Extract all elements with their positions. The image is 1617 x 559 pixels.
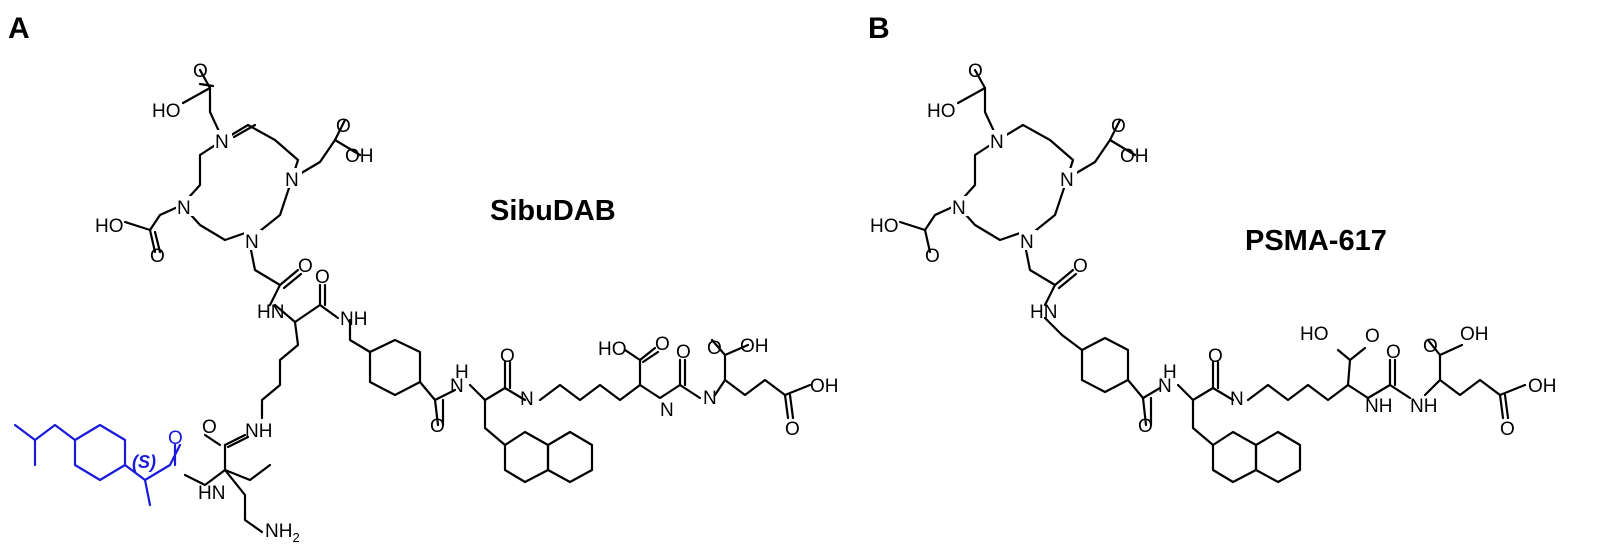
atom-ho: HO	[152, 101, 181, 122]
atom-nh: HN	[198, 483, 225, 504]
atom-o: O	[150, 246, 165, 267]
atom-oh: OH	[1528, 376, 1557, 397]
panel-label-b: B	[868, 12, 890, 45]
atom-n: N	[285, 170, 299, 191]
amide-linker-a	[183, 433, 272, 534]
atom-ho: HO	[598, 339, 627, 360]
atom-o: O	[298, 256, 313, 277]
atom-n: N	[520, 389, 534, 410]
atom-oh: OH	[1120, 146, 1149, 167]
atom-ho: HO	[870, 216, 899, 237]
atom-n: N	[703, 388, 717, 409]
atom-hn: HN	[1030, 302, 1057, 323]
dota-chelator-a	[123, 68, 362, 307]
atom-o: O	[430, 416, 445, 437]
atom-o: O	[193, 61, 208, 82]
atom-n: N	[660, 400, 674, 421]
atom-o: O	[168, 428, 183, 449]
atom-o: O	[1365, 326, 1380, 347]
atom-ho: HO	[1300, 324, 1329, 345]
atom-o: O	[1423, 336, 1438, 357]
atom-n: N	[245, 232, 259, 253]
atom-n: N	[990, 132, 1004, 153]
atom-nh2-main: NH	[265, 521, 292, 542]
atom-oh: OH	[345, 146, 374, 167]
panel-label-a: A	[8, 12, 30, 45]
compound-name-sibudab: SibuDAB	[490, 195, 616, 227]
atom-nh2-subscript: 2	[292, 530, 299, 545]
panel-b: B PSMA-617 N N N N O HO O	[868, 12, 1557, 484]
atom-o: O	[315, 267, 330, 288]
atom-h: H	[1163, 362, 1177, 383]
atom-n: N	[952, 198, 966, 219]
atom-oh: OH	[1460, 324, 1489, 345]
atom-h: H	[455, 362, 469, 383]
naphthylalanine-a	[468, 360, 594, 484]
atom-nh: NH	[340, 309, 367, 330]
atom-n: N	[1020, 232, 1034, 253]
atom-n: N	[177, 198, 191, 219]
atom-o: O	[1138, 416, 1153, 437]
atom-ho: HO	[927, 101, 956, 122]
lysine-urea-a	[538, 338, 812, 420]
atom-n: N	[1230, 389, 1244, 410]
atom-o: O	[968, 61, 983, 82]
atom-o: O	[1111, 116, 1126, 137]
cyclohexane-ring-b	[1043, 316, 1162, 427]
lysine-urea-b	[1246, 338, 1527, 420]
compound-name-psma617: PSMA-617	[1245, 225, 1387, 257]
lysine-backbone-a	[260, 283, 372, 420]
atom-nh: NH	[245, 421, 272, 442]
atom-o: O	[500, 346, 515, 367]
albumin-binder-a	[13, 423, 182, 507]
atom-o: O	[925, 246, 940, 267]
atom-o: O	[1386, 342, 1401, 363]
atom-n: N	[215, 132, 229, 153]
atom-o: O	[707, 338, 722, 359]
atom-o: O	[336, 116, 351, 137]
atom-nh: NH	[1410, 396, 1437, 417]
panel-a: A SibuDAB N N	[8, 12, 839, 545]
atom-ho: HO	[95, 216, 124, 237]
atom-n: N	[1060, 170, 1074, 191]
atom-o: O	[655, 334, 670, 355]
atom-o: O	[1500, 419, 1515, 440]
atom-n: N	[1158, 376, 1172, 397]
atom-hn: HN	[257, 302, 284, 323]
atom-o: O	[202, 417, 217, 438]
atom-o: O	[676, 342, 691, 363]
cyclohexane-ring-a	[368, 338, 457, 427]
atom-oh: OH	[810, 376, 839, 397]
atom-nh2: NH2	[265, 521, 300, 545]
atom-o: O	[1073, 256, 1088, 277]
atom-oh: OH	[740, 336, 769, 357]
atom-o: O	[1208, 346, 1223, 367]
atom-o: O	[785, 419, 800, 440]
stereo-label-s: (S)	[132, 452, 156, 472]
atom-nh: NH	[1365, 396, 1392, 417]
atom-n: N	[450, 376, 464, 397]
naphthylalanine-b	[1176, 360, 1302, 484]
